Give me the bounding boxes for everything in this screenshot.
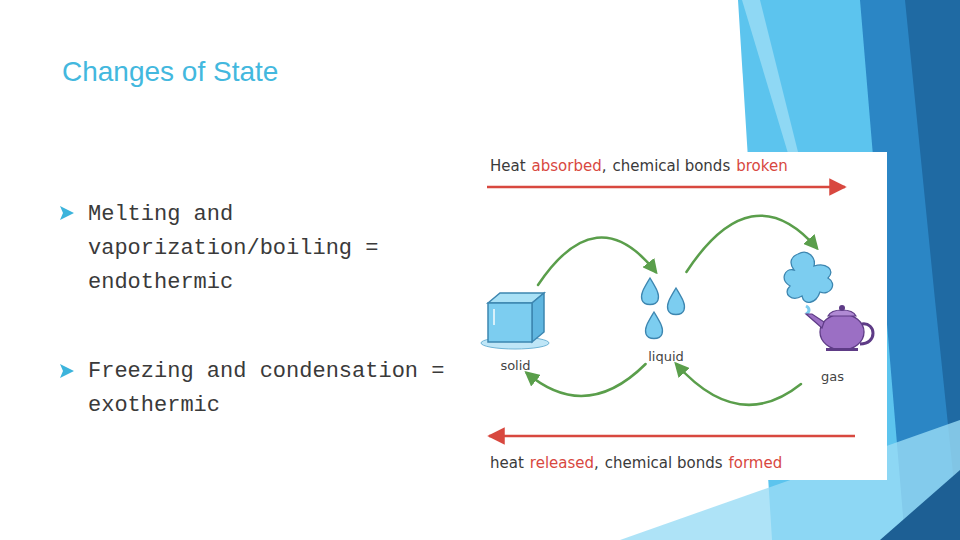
decor-band bbox=[880, 470, 960, 540]
heat-caption: Heat absorbed, chemical bonds broken bbox=[490, 157, 788, 175]
heat-word: broken bbox=[736, 157, 787, 175]
heat-word: chemical bonds bbox=[613, 157, 731, 175]
heat-word: Heat bbox=[490, 157, 526, 175]
heat-arrow bbox=[487, 186, 845, 189]
heat-caption: heat released, chemical bonds formed bbox=[490, 454, 782, 472]
bullet-text: Freezing and condensation = exothermic bbox=[88, 355, 468, 423]
diagram-panel bbox=[478, 152, 887, 480]
state-node: solid bbox=[478, 285, 553, 373]
transition-arrow bbox=[686, 216, 816, 272]
heat-word: formed bbox=[729, 454, 783, 472]
state-label: gas bbox=[780, 369, 885, 384]
steam-teapot bbox=[780, 248, 885, 384]
heat-word: , bbox=[594, 454, 599, 472]
transition-arrow bbox=[676, 364, 801, 405]
heat-word: heat bbox=[490, 454, 524, 472]
decor-band bbox=[742, 0, 800, 160]
heat-word: , bbox=[602, 157, 607, 175]
state-node: liquid bbox=[632, 272, 700, 364]
bullet-marker bbox=[60, 364, 74, 378]
state-label: solid bbox=[478, 358, 553, 373]
transition-arrow bbox=[527, 364, 646, 396]
state-node: gas bbox=[780, 248, 885, 384]
heat-word: absorbed bbox=[532, 157, 602, 175]
heat-arrow bbox=[489, 435, 855, 438]
heat-word: chemical bonds bbox=[605, 454, 723, 472]
state-label: liquid bbox=[632, 349, 700, 364]
bullet-text: Melting and vaporization/boiling = endot… bbox=[88, 198, 468, 300]
slide-title: Changes of State bbox=[62, 56, 278, 88]
transition-arrow bbox=[538, 237, 656, 285]
heat-word: released bbox=[530, 454, 594, 472]
bullet-marker bbox=[60, 206, 74, 220]
